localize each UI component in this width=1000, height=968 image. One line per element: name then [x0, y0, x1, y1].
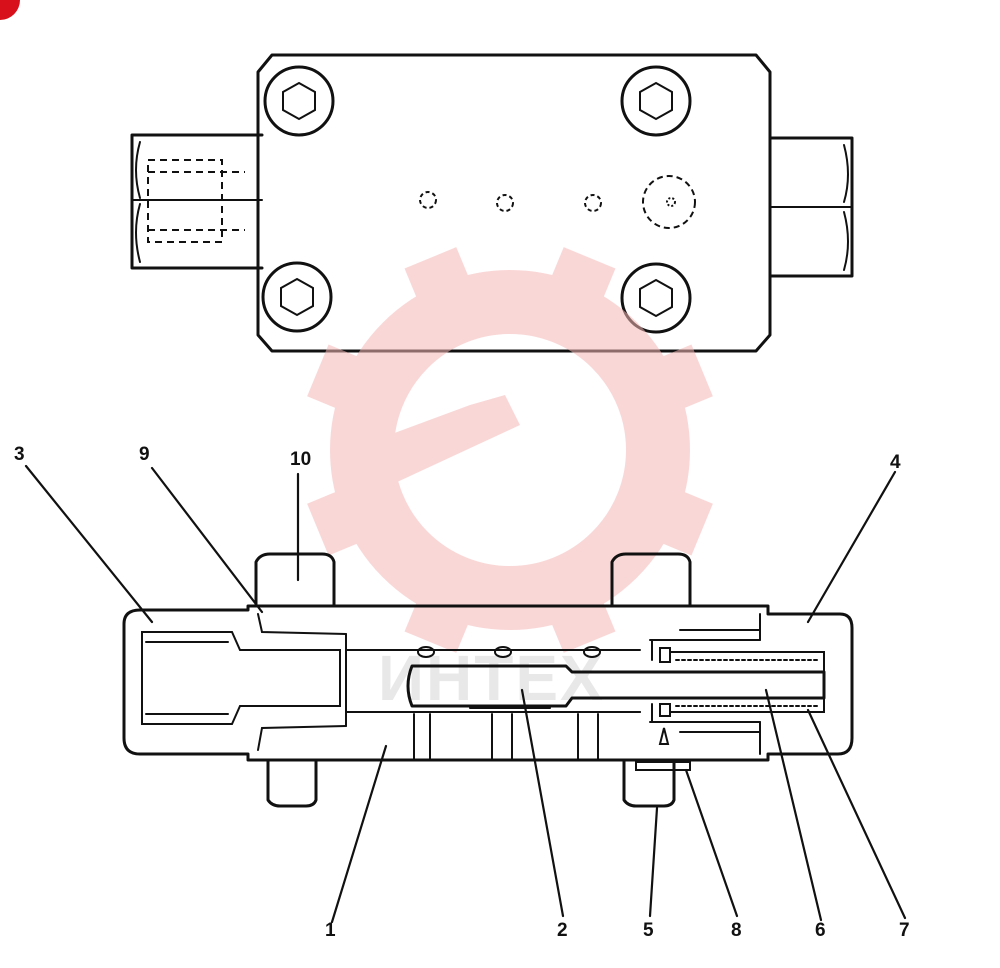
top-view [130, 53, 854, 353]
leader-8 [684, 768, 739, 918]
leader-6 [764, 688, 823, 922]
watermark-gear-tooth [307, 344, 384, 420]
watermark-text: ИНТЕХ [378, 642, 605, 714]
section-housing [122, 604, 854, 762]
leader-1 [330, 744, 388, 924]
label-7: 7 [899, 920, 910, 941]
watermark-gear-tooth [404, 247, 480, 324]
watermark-gear-tooth [404, 576, 480, 653]
plug-5 [635, 727, 691, 771]
top-port-2 [496, 194, 514, 212]
watermark-gear-tooth [636, 344, 713, 420]
leader-4 [806, 470, 897, 624]
corner-badge [0, 0, 20, 20]
section-bolt-right-head [610, 552, 692, 608]
label-8: 8 [731, 920, 742, 941]
spring [675, 659, 821, 707]
top-left-port-hidden [147, 159, 223, 243]
watermark-gear-tooth [307, 480, 384, 556]
top-left-fitting [130, 133, 264, 270]
top-port-3 [584, 194, 602, 212]
label-10: 10 [290, 449, 311, 470]
top-bolt-top-left [263, 65, 335, 137]
o-ring-2 [494, 646, 512, 658]
spool [406, 664, 826, 708]
section-bolt-left-head [254, 552, 336, 608]
top-bolt-bottom-left [261, 261, 333, 333]
watermark-gear-icon [307, 247, 713, 653]
section-bolt-right-stud [622, 758, 676, 808]
watermark-gear-tooth [540, 247, 616, 324]
leader-7 [806, 708, 907, 920]
label-1: 1 [325, 920, 336, 941]
left-fitting-port [141, 631, 341, 725]
label-4: 4 [890, 452, 901, 473]
watermark-gear-tooth [636, 480, 713, 556]
section-bolt-left-stud [266, 758, 318, 808]
top-bolt-top-right [620, 65, 692, 137]
leader-2 [520, 688, 565, 918]
section-view: 3 9 10 4 1 2 5 8 6 7 [14, 444, 910, 941]
o-ring-3 [583, 646, 601, 658]
watermark: ИНТЕХ [307, 247, 713, 714]
label-5: 5 [643, 920, 654, 941]
spool-bore [345, 633, 641, 727]
label-6: 6 [815, 920, 826, 941]
o-ring-1 [417, 646, 435, 658]
top-bolt-bottom-right [620, 262, 692, 334]
top-body [256, 53, 772, 353]
label-9: 9 [139, 444, 150, 465]
top-port-1 [419, 191, 437, 209]
label-3: 3 [14, 444, 25, 465]
leader-9 [150, 466, 264, 614]
watermark-gear-tooth [540, 576, 616, 653]
body-cavities [413, 713, 599, 761]
label-2: 2 [557, 920, 568, 941]
leader-5 [648, 806, 659, 918]
leader-3 [24, 464, 154, 624]
top-port-large [642, 175, 696, 229]
